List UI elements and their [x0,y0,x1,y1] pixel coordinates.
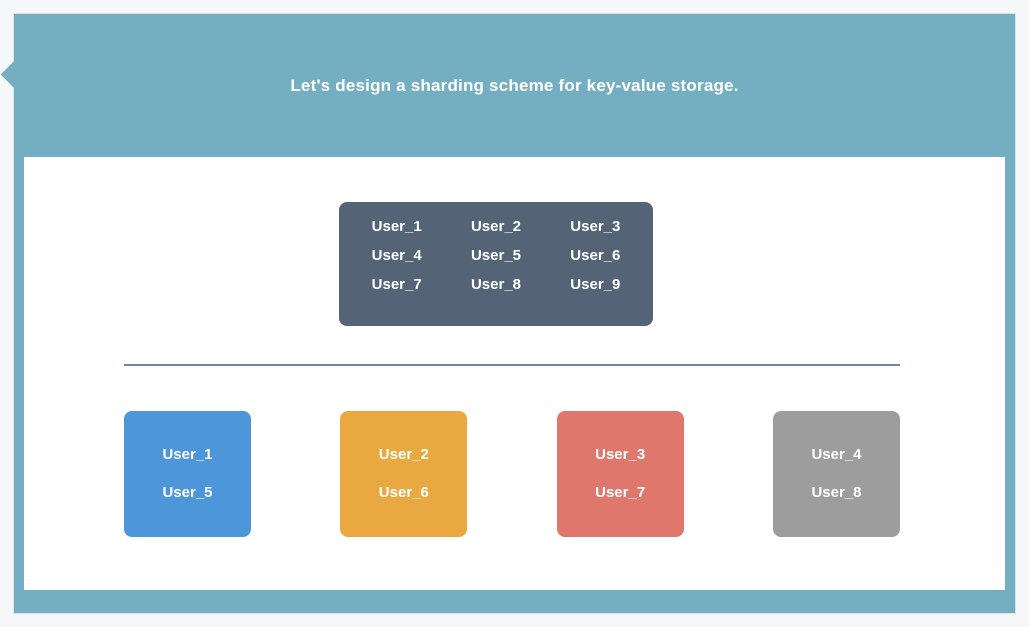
divider-line [124,364,900,366]
pool-user-label: User_1 [371,218,422,235]
shard-user-label: User_6 [378,484,429,501]
pool-user-label: User_4 [371,247,422,264]
prompt-text: Let's design a sharding scheme for key-v… [290,75,739,95]
shard-box-3: User_3 User_7 [556,411,684,537]
pool-user-label: User_7 [371,276,422,293]
pool-user-label: User_2 [470,218,522,235]
shard-user-label: User_5 [162,484,213,501]
shard-box-2: User_2 User_6 [340,411,468,537]
shard-box-1: User_1 User_5 [124,411,251,537]
speech-bubble: Let's design a sharding scheme for key-v… [0,14,1015,613]
shard-user-label: User_8 [811,484,862,501]
shard-user-label: User_2 [378,446,429,463]
user-pool-box: User_1 User_2 User_3 User_4 User_5 User_… [339,202,653,326]
pool-user-label: User_8 [470,276,522,293]
shard-user-label: User_1 [162,446,213,463]
diagram-canvas: User_1 User_2 User_3 User_4 User_5 User_… [24,157,1005,590]
shard-user-label: User_7 [595,484,646,501]
pool-user-label: User_3 [570,218,621,235]
pool-user-label: User_5 [470,247,522,264]
shard-user-label: User_4 [811,446,862,463]
shard-box-4: User_4 User_8 [772,411,900,537]
shard-user-label: User_3 [595,446,646,463]
pool-user-label: User_9 [570,276,621,293]
shard-row: User_1 User_5 User_2 User_6 User_3 User_… [124,411,900,537]
pool-user-label: User_6 [570,247,621,264]
